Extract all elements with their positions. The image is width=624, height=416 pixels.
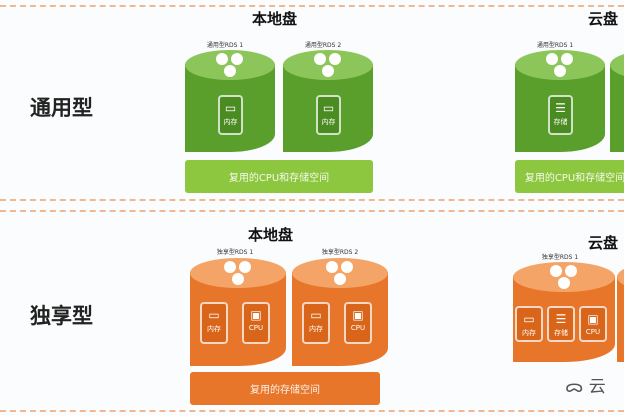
local-disk-title: 本地盘 bbox=[252, 10, 298, 28]
chip-label: 存储 bbox=[553, 118, 568, 126]
storage-chip: ☰ 存储 bbox=[548, 95, 573, 135]
rds-label: 独享型RDS 1 bbox=[216, 249, 254, 256]
memory-icon: ▭ bbox=[208, 308, 220, 322]
memory-icon: ▭ bbox=[224, 101, 237, 115]
rds-label: 通用型RDS 1 bbox=[536, 42, 574, 49]
chip-label: 存储 bbox=[554, 329, 568, 337]
chip-label: 内存 bbox=[321, 118, 336, 126]
memory-chip: ▭ 内存 bbox=[515, 306, 543, 342]
local-disk-title: 本地盘 bbox=[248, 226, 294, 244]
memory-icon: ▭ bbox=[310, 308, 322, 322]
shared-resource-bar: 复用的存储空间 bbox=[190, 372, 380, 405]
chip-label: CPU bbox=[248, 324, 264, 332]
cluster-icon bbox=[216, 53, 244, 79]
cpu-chip: ▣ CPU bbox=[242, 302, 270, 344]
cpu-chip: ▣ CPU bbox=[579, 306, 607, 342]
rds-instance: ▭ 内存 ▣ CPU bbox=[190, 258, 286, 366]
cluster-icon bbox=[224, 261, 252, 287]
rds-label: 通用型RDS 1 bbox=[206, 42, 244, 49]
chip-label: 内存 bbox=[309, 325, 323, 333]
rds-instance: ▭ 内存 ▣ CPU bbox=[292, 258, 388, 366]
shared-resource-bar: 复用的CPU和存储空间 bbox=[185, 160, 373, 193]
cpu-icon: ▣ bbox=[352, 308, 364, 322]
rds-label: 独享型RDS 1 bbox=[541, 254, 579, 261]
memory-chip: ▭ 内存 bbox=[218, 95, 243, 135]
rds-instance: ☰ 存储 bbox=[515, 50, 605, 152]
divider bbox=[0, 199, 624, 201]
memory-chip: ▭ 内存 bbox=[302, 302, 330, 344]
memory-icon: ▭ bbox=[322, 101, 335, 115]
watermark-logo-icon: ᯅ bbox=[565, 377, 589, 397]
memory-icon: ▭ bbox=[523, 312, 535, 326]
cpu-chip: ▣ CPU bbox=[344, 302, 372, 344]
rds-instance bbox=[617, 262, 624, 362]
chip-label: 内存 bbox=[522, 329, 536, 337]
shared-resource-bar: 复用的CPU和存储空间 bbox=[515, 160, 624, 193]
divider bbox=[0, 5, 624, 7]
memory-chip: ▭ 内存 bbox=[316, 95, 341, 135]
memory-chip: ▭ 内存 bbox=[200, 302, 228, 344]
watermark-text: 云 bbox=[588, 377, 606, 397]
rds-label: 通用型RDS 2 bbox=[304, 42, 342, 49]
cloud-disk-title: 云盘 bbox=[588, 10, 619, 28]
cluster-icon bbox=[314, 53, 342, 79]
row-label-general: 通用型 bbox=[30, 96, 93, 120]
chip-label: CPU bbox=[350, 324, 366, 332]
rds-instance: ▭ 内存 bbox=[185, 50, 275, 152]
storage-icon: ☰ bbox=[555, 312, 567, 326]
storage-icon: ☰ bbox=[555, 101, 566, 115]
rds-label: 独享型RDS 2 bbox=[321, 249, 359, 256]
row-label-exclusive: 独享型 bbox=[30, 304, 93, 328]
rds-instance: ▭ 内存 bbox=[283, 50, 373, 152]
chip-label: 内存 bbox=[223, 118, 238, 126]
cluster-icon bbox=[326, 261, 354, 287]
divider bbox=[0, 210, 624, 212]
cpu-icon: ▣ bbox=[587, 312, 599, 326]
divider bbox=[0, 410, 624, 412]
rds-instance bbox=[610, 50, 624, 152]
cluster-icon bbox=[546, 53, 574, 79]
chip-label: 内存 bbox=[207, 325, 221, 333]
cloud-disk-title: 云盘 bbox=[588, 234, 619, 252]
rds-instance: ▭ 内存 ☰ 存储 ▣ CPU bbox=[513, 262, 615, 362]
cluster-icon bbox=[550, 265, 578, 291]
chip-label: CPU bbox=[585, 328, 601, 336]
storage-chip: ☰ 存储 bbox=[547, 306, 575, 342]
watermark: ᯅ 云 bbox=[565, 372, 606, 397]
cpu-icon: ▣ bbox=[250, 308, 262, 322]
